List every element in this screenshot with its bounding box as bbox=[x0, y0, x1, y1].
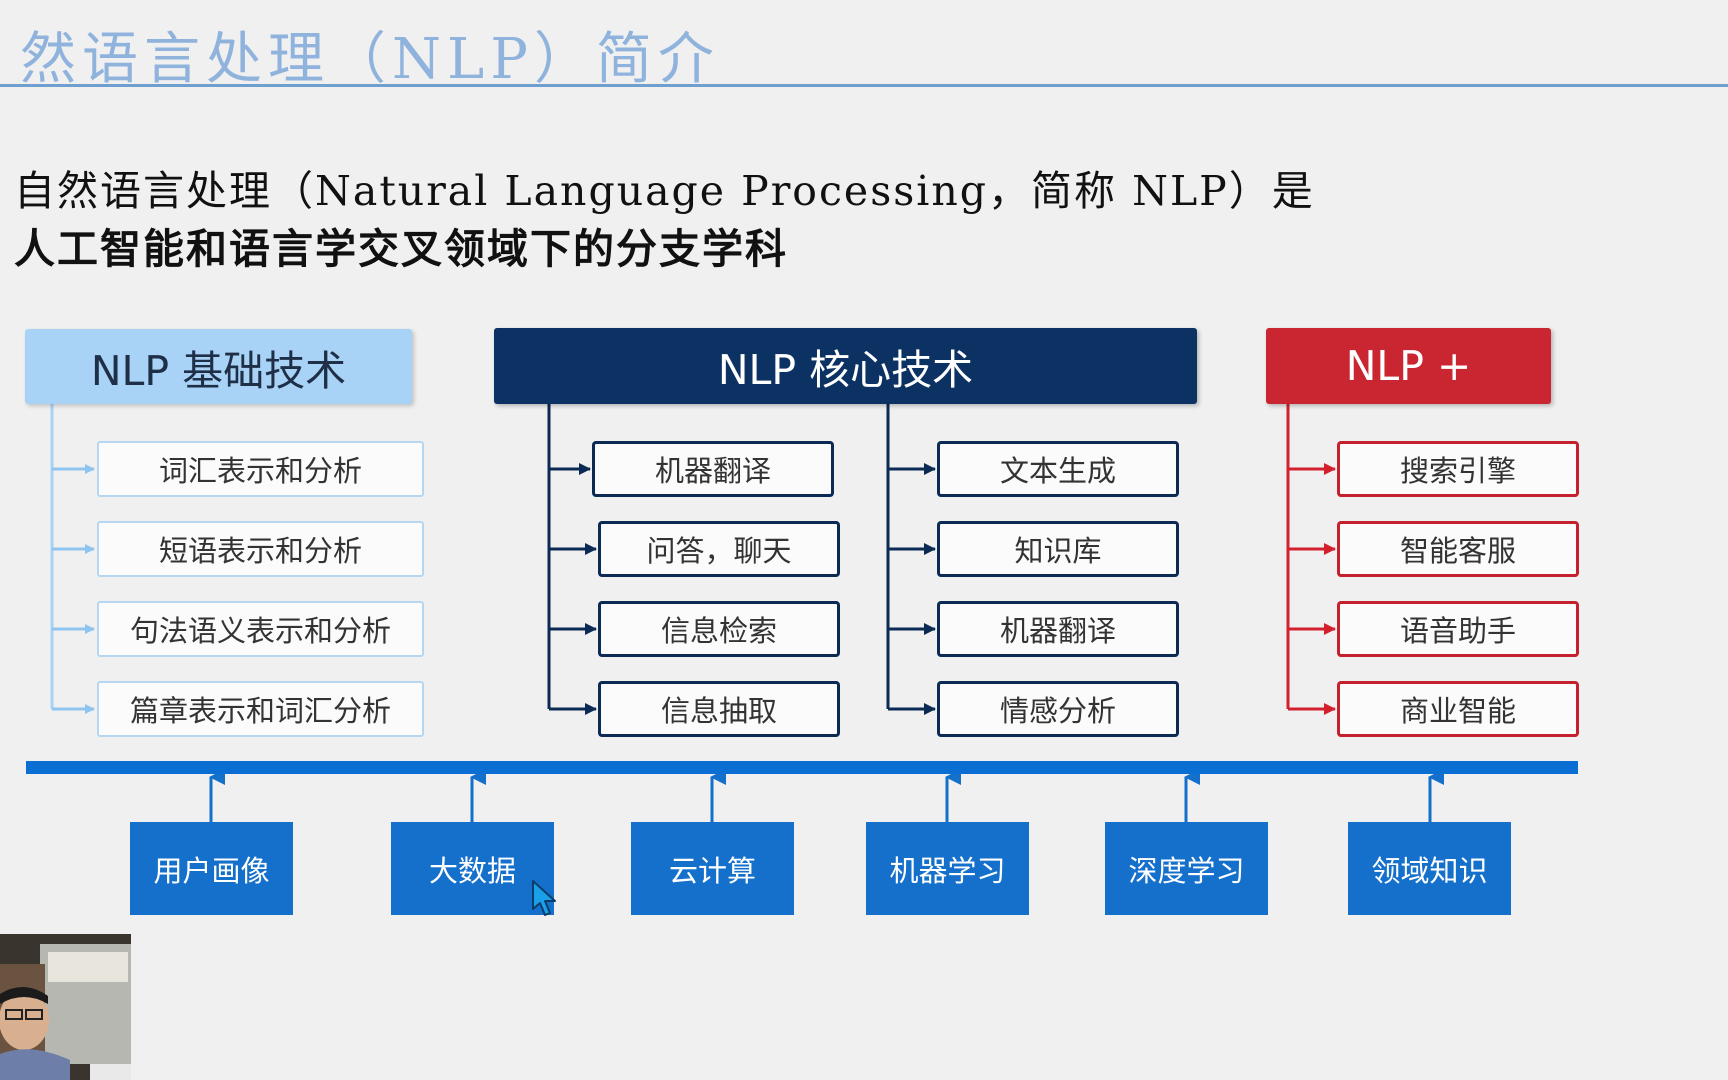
core-item-info-retrieval: 信息检索 bbox=[598, 601, 840, 657]
plus-item-search-engine: 搜索引擎 bbox=[1337, 441, 1579, 497]
plus-connectors bbox=[1286, 404, 1336, 715]
plus-item-voice-assistant: 语音助手 bbox=[1337, 601, 1579, 657]
plus-item-smart-service: 智能客服 bbox=[1337, 521, 1579, 577]
core-item-machine-translation-2: 机器翻译 bbox=[937, 601, 1179, 657]
foundation-arrows bbox=[209, 769, 1444, 822]
core-right-connectors bbox=[886, 404, 936, 715]
plus-item-business-intelligence: 商业智能 bbox=[1337, 681, 1579, 737]
basic-item-phrase: 短语表示和分析 bbox=[97, 521, 424, 577]
foundation-domain-knowledge: 领域知识 bbox=[1348, 822, 1511, 915]
mouse-cursor-icon bbox=[532, 880, 556, 916]
title-underline bbox=[0, 84, 1728, 87]
foundation-deep-learning: 深度学习 bbox=[1105, 822, 1268, 915]
core-item-text-generation: 文本生成 bbox=[937, 441, 1179, 497]
core-item-qa-chat: 问答，聊天 bbox=[598, 521, 840, 577]
foundation-machine-learning: 机器学习 bbox=[866, 822, 1029, 915]
foundation-user-profile: 用户画像 bbox=[130, 822, 293, 915]
foundation-cloud-computing: 云计算 bbox=[631, 822, 794, 915]
basic-connectors bbox=[50, 404, 95, 714]
foundation-big-data: 大数据 bbox=[391, 822, 554, 915]
basic-item-lexical: 词汇表示和分析 bbox=[97, 441, 424, 497]
foundation-bar bbox=[26, 761, 1578, 774]
intro-line-1: 自然语言处理（Natural Language Processing，简称 NL… bbox=[14, 167, 1315, 215]
basic-tech-header: NLP 基础技术 bbox=[25, 329, 412, 404]
core-left-connectors bbox=[547, 404, 597, 715]
webcam-overlay bbox=[0, 934, 131, 1080]
core-item-machine-translation: 机器翻译 bbox=[592, 441, 834, 497]
core-item-sentiment-analysis: 情感分析 bbox=[937, 681, 1179, 737]
basic-item-discourse: 篇章表示和词汇分析 bbox=[97, 681, 424, 737]
core-item-knowledge-base: 知识库 bbox=[937, 521, 1179, 577]
presenter-video-icon bbox=[0, 934, 131, 1080]
intro-line-2: 人工智能和语言学交叉领域下的分支学科 bbox=[14, 225, 788, 273]
core-tech-header: NLP 核心技术 bbox=[494, 328, 1197, 404]
slide-title: 然语言处理（NLP）简介 bbox=[20, 27, 720, 92]
nlp-plus-header: NLP + bbox=[1266, 328, 1551, 404]
core-item-info-extraction: 信息抽取 bbox=[598, 681, 840, 737]
basic-item-syntax: 句法语义表示和分析 bbox=[97, 601, 424, 657]
